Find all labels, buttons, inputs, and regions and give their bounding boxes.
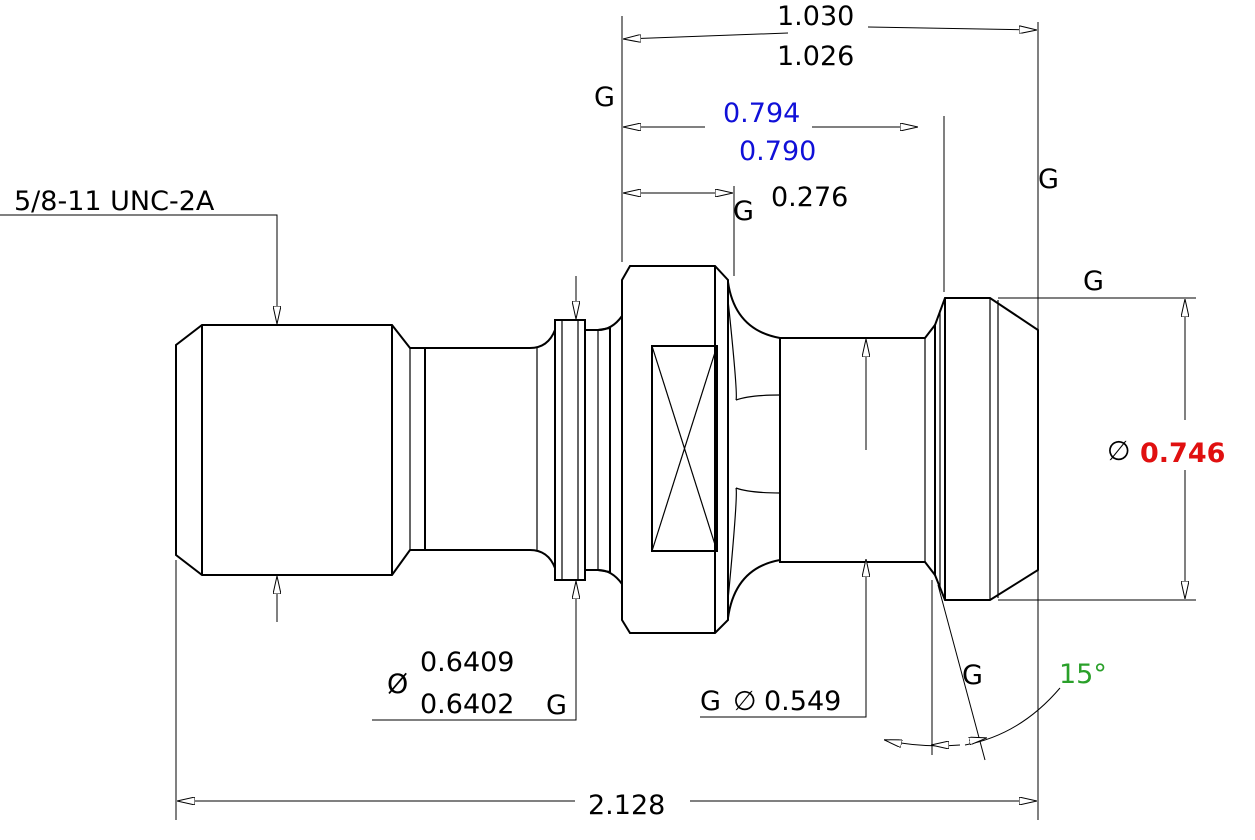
dimension-labels: 1.030 1.026 0.794 0.790 0.276 5/8-11 UNC… xyxy=(14,1,1225,821)
pull-stud-head xyxy=(934,297,1039,601)
g-symbols: G G G G G G G xyxy=(546,82,1104,721)
dim-top-lower: 1.026 xyxy=(777,41,854,72)
dim-top-upper: 1.030 xyxy=(777,1,854,32)
dimension-lines xyxy=(0,27,1185,801)
dia-head-symbol: ∅ xyxy=(1107,436,1131,467)
dia-small-upper: 0.6409 xyxy=(420,647,514,678)
thread-callout: 5/8-11 UNC-2A xyxy=(14,186,215,217)
part-outline xyxy=(175,265,1039,634)
dim-mid-lower: 0.790 xyxy=(739,136,816,167)
dim-short: 0.276 xyxy=(771,182,848,213)
thread-section xyxy=(175,324,426,576)
g-symbol: G xyxy=(594,82,615,113)
angle-label: 15° xyxy=(1059,659,1107,690)
overall-length: 2.128 xyxy=(588,790,665,821)
dia-neck-symbol: ∅ xyxy=(733,686,757,717)
dim-mid-upper: 0.794 xyxy=(723,98,800,129)
dia-small-lower: 0.6402 xyxy=(420,689,514,720)
g-symbol: G xyxy=(962,660,983,691)
dia-neck: 0.549 xyxy=(764,686,841,717)
extension-lines xyxy=(175,16,1196,820)
wrench-flat xyxy=(651,345,718,552)
dia-head: 0.746 xyxy=(1140,438,1225,469)
shank-section xyxy=(425,319,611,581)
g-symbol: G xyxy=(546,690,567,721)
g-symbol: G xyxy=(1038,164,1059,195)
g-symbol: G xyxy=(700,686,721,717)
flange xyxy=(621,265,729,634)
g-symbol: G xyxy=(733,196,754,227)
neck xyxy=(779,322,936,578)
dia-small-symbol: Ø xyxy=(387,669,408,700)
g-symbol: G xyxy=(1083,266,1104,297)
